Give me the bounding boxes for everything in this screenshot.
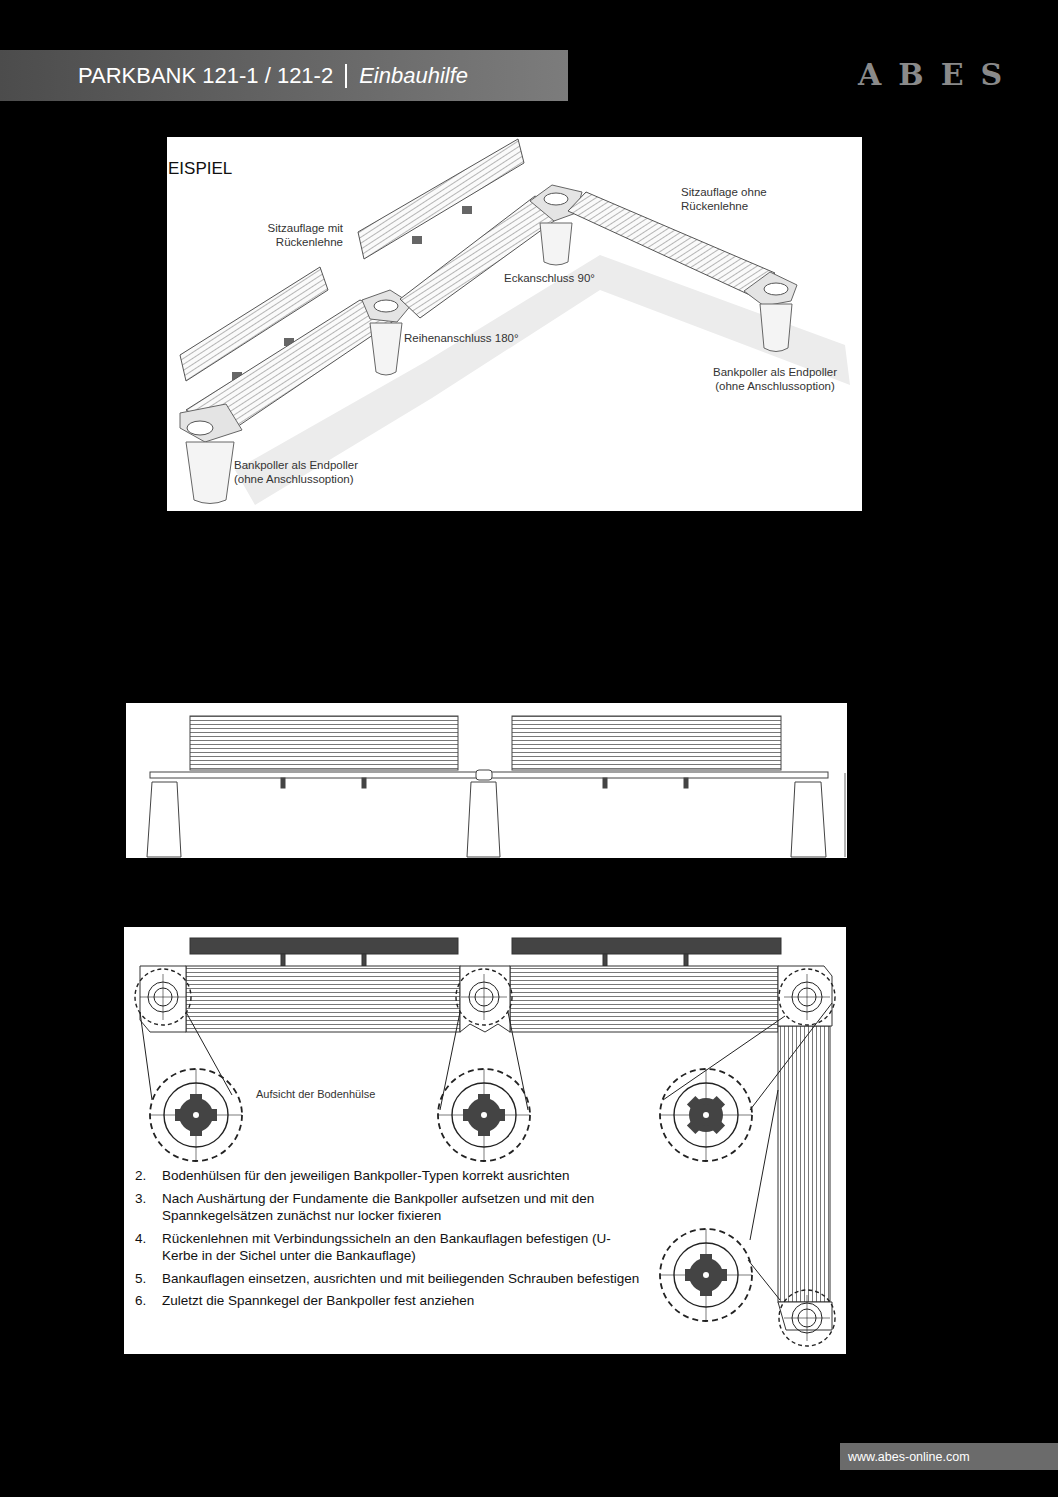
- part-label: Bankpoller als Endpoller (ohne Anschluss…: [234, 458, 384, 487]
- step-row: 4.Rückenlehnen mit Verbindungssicheln an…: [135, 1230, 640, 1265]
- part-label: Sitzauflage ohne Rückenlehne: [681, 185, 801, 214]
- view-label: Aufsicht der Bodenhülse: [256, 1088, 375, 1102]
- step-number: 4.: [135, 1230, 162, 1265]
- step-number: 2.: [135, 1167, 162, 1185]
- step-number: 5.: [135, 1270, 162, 1288]
- step-number: 6.: [135, 1292, 162, 1310]
- separator-bar: [345, 64, 347, 88]
- brand-logo: ABES: [858, 56, 1019, 94]
- step-list: 2.Bodenhülsen für den jeweiligen Bankpol…: [135, 1167, 640, 1315]
- part-label: Eckanschluss 90°: [504, 271, 595, 285]
- step-row: 2.Bodenhülsen für den jeweiligen Bankpol…: [135, 1167, 640, 1185]
- step-row: 3.Nach Aushärtung der Fundamente die Ban…: [135, 1190, 640, 1225]
- step-text: Zuletzt die Spannkegel der Bankpoller fe…: [162, 1292, 640, 1310]
- step-text: Nach Aushärtung der Fundamente die Bankp…: [162, 1190, 640, 1225]
- footer-band: www.abes-online.com: [840, 1443, 1058, 1470]
- footer-url: www.abes-online.com: [848, 1450, 970, 1464]
- header-text: Einbauhilfe: [359, 63, 468, 89]
- part-label: Reihenanschluss 180°: [404, 331, 519, 345]
- section-heading: EISPIEL: [168, 158, 232, 179]
- step-number: 3.: [135, 1190, 162, 1225]
- part-label: Sitzauflage mit Rückenlehne: [223, 221, 343, 250]
- header-text: PARKBANK 121-1 / 121-2: [78, 63, 333, 89]
- part-label: Bankpoller als Endpoller (ohne Anschluss…: [700, 365, 850, 394]
- header-band: PARKBANK 121-1 / 121-2 Einbauhilfe: [0, 50, 568, 101]
- step-text: Bankauflagen einsetzen, ausrichten und m…: [162, 1270, 640, 1288]
- step-text: Bodenhülsen für den jeweiligen Bankpolle…: [162, 1167, 640, 1185]
- step-row: 5.Bankauflagen einsetzen, ausrichten und…: [135, 1270, 640, 1288]
- step-text: Rückenlehnen mit Verbindungssicheln an d…: [162, 1230, 640, 1265]
- step-row: 6.Zuletzt die Spannkegel der Bankpoller …: [135, 1292, 640, 1310]
